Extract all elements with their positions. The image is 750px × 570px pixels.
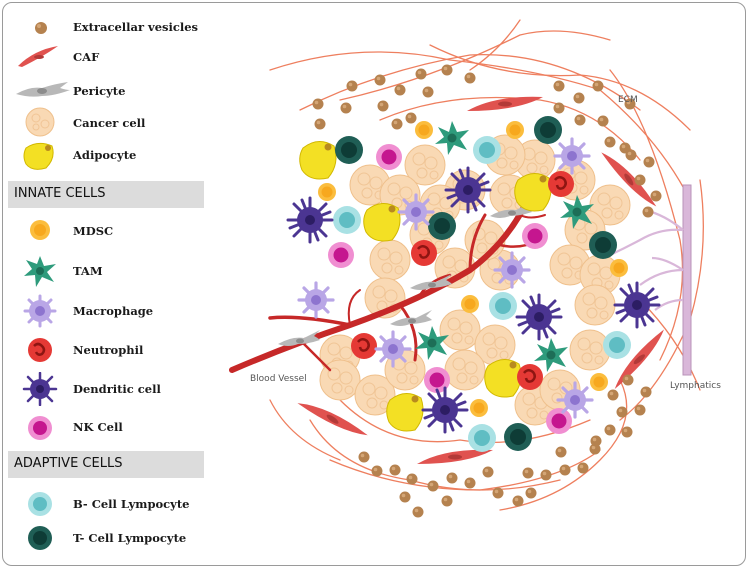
- legend-item-pericyte: Pericyte: [0, 76, 210, 106]
- adipocyte-icon: [23, 142, 54, 170]
- tam-icon: [24, 256, 56, 287]
- legend-item-neutrophil: Neutrophil: [0, 334, 210, 364]
- legend-item-adipocyte: Adipocyte: [0, 140, 210, 170]
- legend-label: Dendritic cell: [73, 382, 161, 396]
- t-cell-icon: [28, 526, 52, 550]
- caf-icon: [18, 46, 58, 67]
- legend-label: Neutrophil: [73, 343, 144, 357]
- lymphatic-vessel: [609, 184, 692, 376]
- legend-item-tam: TAM: [0, 254, 210, 287]
- adaptive-cells-header: ADAPTIVE CELLS: [8, 451, 204, 478]
- cancer-cell-icon: [25, 107, 55, 137]
- legend-label: CAF: [73, 50, 100, 64]
- legend-label: Macrophage: [73, 304, 154, 318]
- legend-item-dendritic-cell: Dendritic cell: [0, 372, 210, 406]
- legend-item-extracellular-vesicles: Extracellar vesicles: [0, 14, 210, 44]
- blood-vessel-label: Blood Vessel: [250, 374, 307, 384]
- innate-cells-header: INNATE CELLS: [8, 181, 204, 208]
- lymphatics-label: Lymphatics: [670, 381, 721, 391]
- legend-label: NK Cell: [73, 420, 123, 434]
- legend-label: Extracellar vesicles: [73, 20, 199, 34]
- mdsc-icon: [30, 220, 50, 240]
- neutrophil-icon: [28, 338, 52, 362]
- pericyte-icon: [16, 82, 70, 97]
- legend-label: Pericyte: [73, 84, 126, 98]
- legend-label: Cancer cell: [73, 116, 146, 130]
- legend-item-b-cell: B- Cell Lympocyte: [0, 488, 210, 518]
- extracellular-vesicle-icon: [35, 22, 47, 34]
- legend-item-caf: CAF: [0, 42, 210, 72]
- innate-cells-title: INNATE CELLS: [14, 186, 106, 201]
- legend-item-macrophage: Macrophage: [0, 294, 210, 328]
- legend-item-nk-cell: NK Cell: [0, 412, 210, 442]
- legend-label: B- Cell Lympocyte: [73, 497, 190, 511]
- dendritic-cell-icon: [22, 372, 58, 406]
- b-cell-icon: [28, 492, 52, 516]
- macrophage-icon: [23, 294, 57, 328]
- legend-label: T- Cell Lympocyte: [73, 531, 187, 545]
- adaptive-cells-title: ADAPTIVE CELLS: [14, 456, 123, 471]
- legend-item-t-cell: T- Cell Lympocyte: [0, 522, 210, 552]
- cancer-cell-cluster: [319, 134, 631, 426]
- legend-label: Adipocyte: [73, 148, 137, 162]
- nk-cell-icon: [28, 416, 52, 440]
- ecm-label: ECM: [618, 95, 638, 105]
- legend-item-mdsc: MDSC: [0, 216, 210, 246]
- legend-item-cancer-cell: Cancer cell: [0, 106, 210, 137]
- blood-vessel: [229, 192, 546, 373]
- legend-label: MDSC: [73, 224, 114, 238]
- legend-label: TAM: [73, 264, 103, 278]
